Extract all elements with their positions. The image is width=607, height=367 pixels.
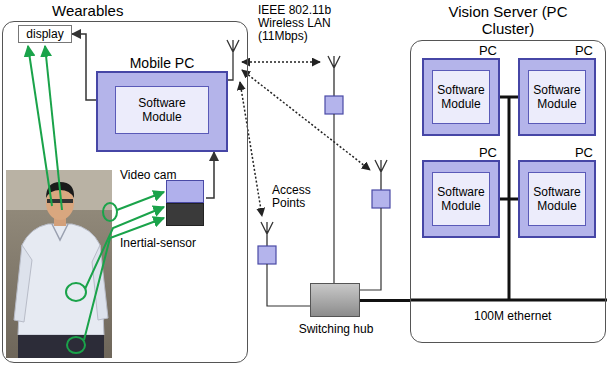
sensor-label: Inertial-sensor — [120, 236, 196, 250]
pc-box: PC Software Module — [422, 44, 500, 136]
sensor-label: Video cam — [120, 168, 176, 182]
box-title-holder: PC — [575, 146, 593, 160]
module-label: Software Module — [530, 83, 584, 111]
wireless-links — [240, 62, 370, 216]
pc-box: PC Software Module — [518, 44, 596, 136]
display-box: display — [18, 25, 72, 43]
connector — [72, 34, 96, 100]
box-title-holder: PC — [575, 44, 593, 58]
access-points-label-holder: Access Points — [272, 184, 322, 210]
wearables-group: Wearables displayMobile PC Software Module… — [2, 2, 248, 363]
pc-box: PC Software Module — [422, 146, 500, 238]
box-title: PC — [575, 146, 593, 160]
switching-hub: Switching hub — [310, 283, 360, 317]
group-title: Vision Server (PC Cluster) — [448, 3, 568, 37]
vision-server-group: Vision Server (PC Cluster) PC Software Mod… — [410, 3, 606, 343]
access-points-label: Access Points — [272, 184, 322, 210]
access-points — [258, 96, 390, 264]
module-label: Software Module — [434, 83, 488, 111]
sensor-unit: Video camInertial-sensor — [118, 168, 206, 252]
software-module: Software Module — [432, 172, 490, 226]
box-title: PC — [575, 44, 593, 58]
module-label: Software Module — [530, 185, 584, 213]
wireless-lan-label: IEEE 802.11b Wireless LAN (11Mbps) — [258, 4, 354, 43]
sensor-label-holder: Video cam — [120, 168, 176, 182]
connector — [206, 152, 214, 198]
box-title: PC — [479, 146, 497, 160]
wireless-lan-label-holder: IEEE 802.11b Wireless LAN (11Mbps) — [258, 4, 354, 43]
hub-label: Switching hub — [286, 322, 386, 336]
box-label: display — [26, 27, 63, 41]
video-cam-part — [166, 180, 204, 203]
box-title: PC — [479, 44, 497, 58]
connector — [360, 299, 410, 302]
software-module: Software Module — [528, 172, 586, 226]
ethernet-label-holder: 100M ethernet — [474, 310, 574, 323]
module-label: Software Module — [434, 185, 488, 213]
pc-box: PC Software Module — [518, 146, 596, 238]
group-title-holder: Vision Server (PC Cluster) — [448, 3, 568, 37]
ethernet-label: 100M ethernet — [474, 310, 574, 323]
lan-wires — [267, 114, 381, 306]
mobile-pc-box: Mobile PC Software Module — [96, 55, 228, 152]
group-title: Wearables — [52, 2, 123, 20]
software-module: Software Module — [115, 86, 209, 134]
box-title-holder: PC — [479, 44, 497, 58]
hub-label-holder: Switching hub — [286, 322, 386, 336]
box-title: Mobile PC — [96, 55, 228, 71]
box-title-holder: Mobile PC — [96, 55, 228, 71]
software-module: Software Module — [432, 70, 490, 124]
inertial-sensor-part — [166, 203, 204, 226]
box-title-holder: PC — [479, 146, 497, 160]
group-title-holder: Wearables — [52, 2, 123, 20]
module-label: Software Module — [117, 96, 207, 124]
software-module: Software Module — [528, 70, 586, 124]
antennas — [227, 40, 387, 246]
sensor-label-holder: Inertial-sensor — [120, 236, 196, 250]
